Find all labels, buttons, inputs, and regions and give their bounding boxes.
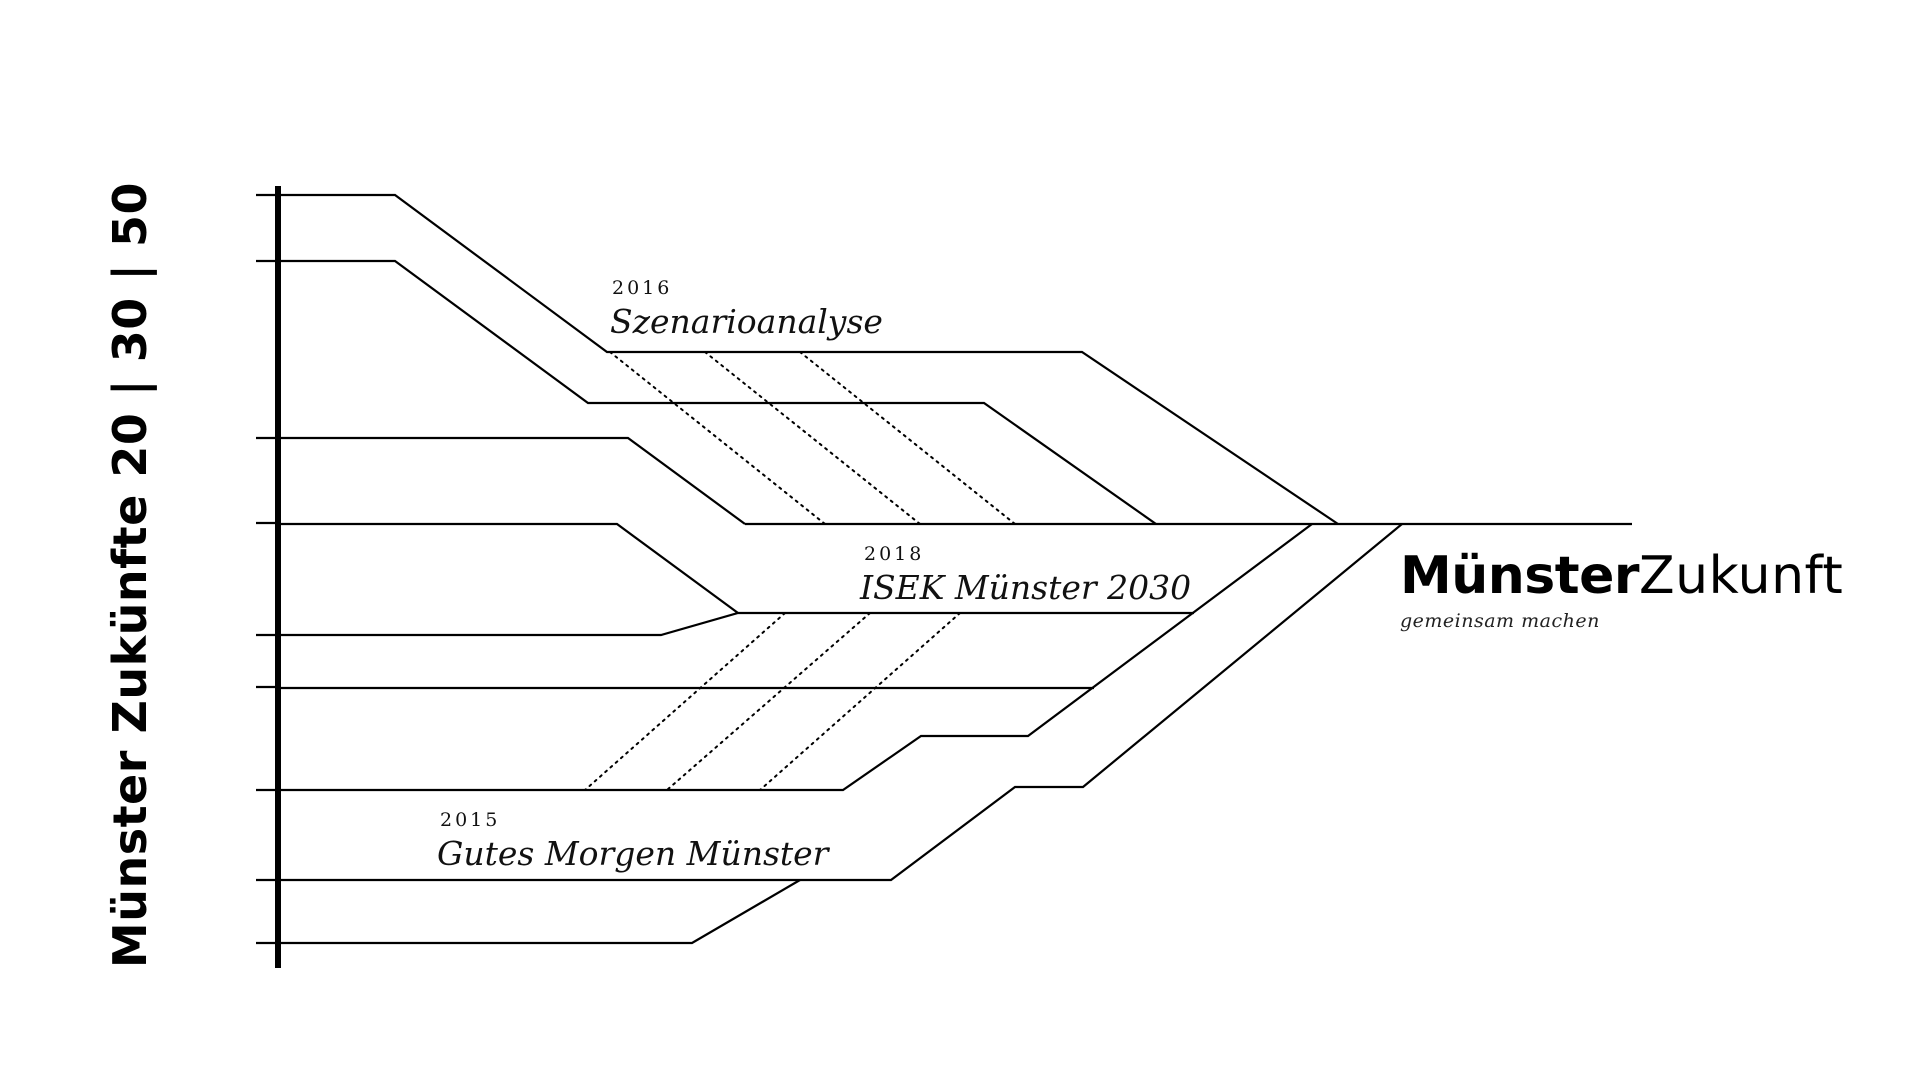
milestone-year-scenario: 2016: [612, 277, 673, 299]
milestone-label-scenario: Szenarioanalyse: [610, 302, 883, 341]
brand-tagline: gemeinsam machen: [1400, 610, 1600, 632]
dotted-connector: [704, 351, 921, 525]
track-line: [278, 879, 801, 945]
brand-wordmark: MünsterZukunft: [1400, 548, 1843, 604]
track-line: [278, 523, 1313, 792]
track-line: [278, 523, 1403, 882]
dotted-connector: [666, 612, 871, 791]
brand-logo: MünsterZukunft gemeinsam machen: [1400, 548, 1843, 632]
dotted-connector: [609, 351, 826, 525]
dotted-connector: [759, 612, 961, 791]
milestone-year-isek: 2018: [864, 543, 925, 565]
dotted-connector: [584, 612, 786, 791]
dotted-connector: [799, 351, 1016, 525]
track-line: [278, 193, 1339, 525]
brand-name-light: Zukunft: [1639, 546, 1844, 606]
milestone-year-gutes: 2015: [440, 809, 501, 831]
milestone-label-gutes: Gutes Morgen Münster: [437, 834, 829, 873]
track-line-main: [278, 522, 739, 614]
track-line: [278, 611, 1194, 637]
track-line: [278, 436, 746, 525]
diagram-title: Münster Zukünfte 20 | 30 | 50: [103, 181, 157, 969]
milestone-label-isek: ISEK Münster 2030: [860, 568, 1192, 607]
track-line: [278, 259, 1157, 525]
brand-name-strong: Münster: [1400, 546, 1640, 606]
